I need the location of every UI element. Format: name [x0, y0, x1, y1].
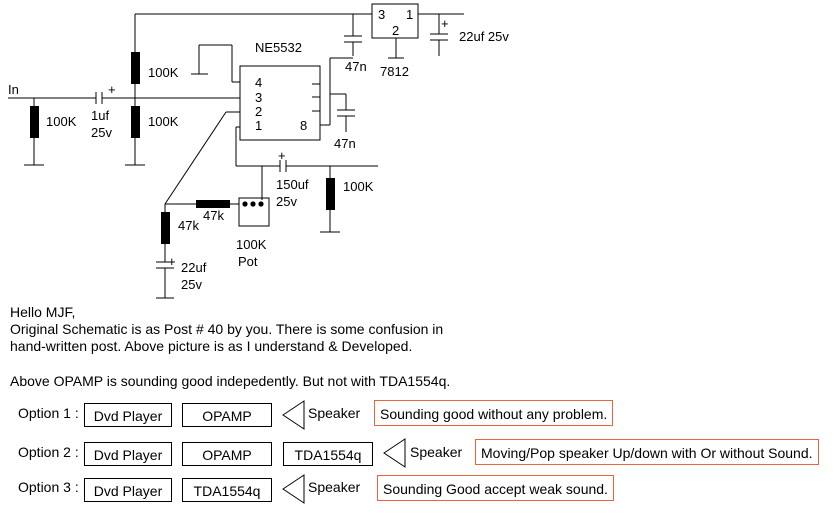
chain-box-tda: TDA1554q — [182, 478, 272, 502]
pin-8: 8 — [300, 118, 307, 133]
res-feedback-b-label: 47k — [178, 218, 199, 233]
greeting-text: Hello MJF, — [10, 304, 76, 320]
res-feedback-a-label: 47k — [203, 208, 224, 223]
cap-supply-small-label: 47n — [334, 136, 356, 151]
message-line-3: Above OPAMP is sounding good indepedentl… — [10, 373, 451, 389]
polarity-mark-reg: + — [441, 16, 449, 31]
ic-name: NE5532 — [255, 40, 302, 55]
res-output-label: 100K — [343, 179, 374, 194]
chain-box-tda: TDA1554q — [283, 442, 373, 466]
chain-box-opamp: OPAMP — [182, 403, 272, 427]
polarity-mark-input: + — [108, 82, 116, 97]
pin-3: 3 — [255, 90, 262, 105]
regulator-pin-1: 1 — [406, 7, 413, 22]
chain-box-opamp: OPAMP — [182, 442, 272, 466]
speaker-label: Speaker — [410, 444, 463, 460]
chain-box-dvd: Dvd Player — [84, 442, 172, 466]
option-comment: Sounding good without any problem. — [374, 400, 614, 426]
chain-box-dvd: Dvd Player — [84, 403, 172, 427]
pot-value-label: 100K — [236, 237, 267, 252]
pot-label: Pot — [238, 254, 258, 269]
cap-input-value: 1uf — [91, 108, 109, 123]
polarity-mark-output: + — [278, 148, 286, 163]
option-comment: Moving/Pop speaker Up/down with Or witho… — [475, 439, 819, 465]
cap-reg-big-label: 22uf 25v — [459, 29, 509, 44]
cap-output-value: 150uf — [276, 177, 309, 192]
res-bias-bot-label: 100K — [148, 114, 179, 129]
cap-bottom-value: 22uf — [181, 260, 207, 275]
cap-bottom-voltage: 25v — [181, 277, 202, 292]
option-label: Option 1 : — [18, 405, 79, 421]
speaker-label: Speaker — [308, 479, 361, 495]
res-bias-top-label: 100K — [148, 65, 179, 80]
regulator-pin-2: 2 — [392, 23, 399, 38]
res-input-label: 100K — [46, 114, 77, 129]
speaker-icon — [282, 400, 305, 430]
speaker-label: Speaker — [308, 405, 361, 421]
pin-4: 4 — [255, 75, 262, 90]
option-label: Option 3 : — [18, 479, 79, 495]
regulator-name: 7812 — [380, 64, 409, 79]
input-label: In — [8, 82, 19, 97]
cap-reg-small-label: 47n — [345, 59, 367, 74]
option-comment: Sounding Good accept weak sound. — [377, 475, 614, 501]
regulator-pin-3: 3 — [378, 7, 385, 22]
chain-box-dvd: Dvd Player — [84, 478, 172, 502]
pin-1: 1 — [255, 118, 262, 133]
message-line-1: Original Schematic is as Post # 40 by yo… — [10, 321, 444, 337]
speaker-icon — [383, 438, 406, 468]
cap-output-voltage: 25v — [276, 194, 297, 209]
option-label: Option 2 : — [18, 444, 79, 460]
cap-input-voltage: 25v — [91, 125, 112, 140]
message-line-2: hand-written post. Above picture is as I… — [10, 338, 413, 354]
speaker-icon — [282, 474, 305, 504]
polarity-mark-bottom: + — [168, 254, 176, 269]
pin-2: 2 — [255, 104, 262, 119]
